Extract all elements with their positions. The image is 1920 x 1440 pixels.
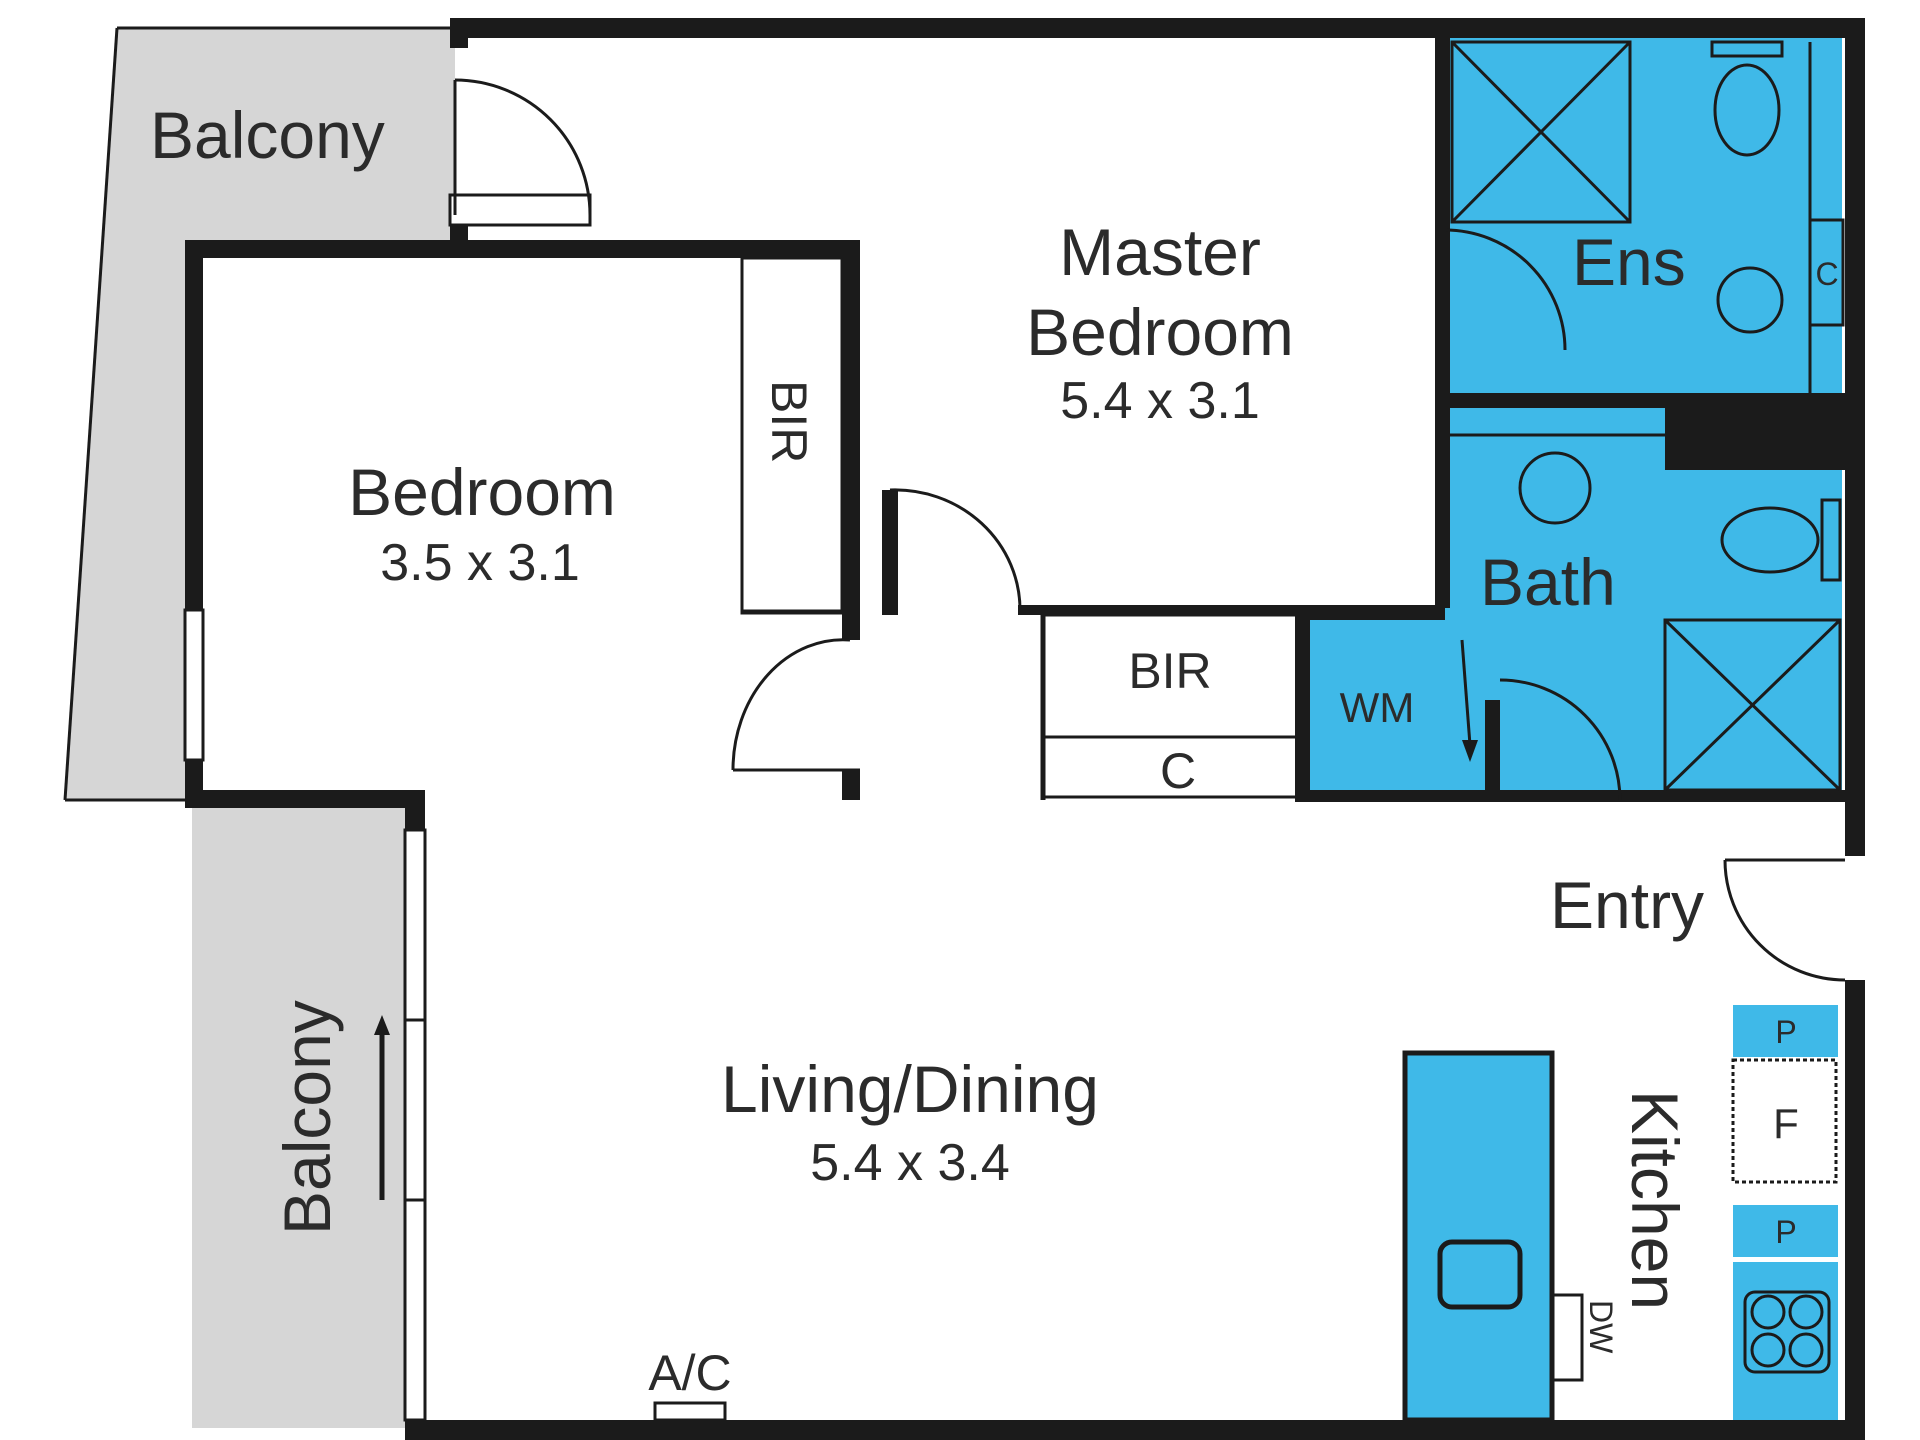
balcony-top-area (65, 28, 455, 800)
cooktop-burner-1 (1750, 1294, 1786, 1330)
wall-balcony-top-right (450, 18, 468, 48)
wall-bedroom-right-upper (842, 240, 860, 640)
fridge-label: F (1773, 1100, 1799, 1147)
bath-shower-x2 (1663, 618, 1842, 792)
living-dining-label: Living/Dining (721, 1052, 1099, 1126)
air-conditioner-label: A/C (648, 1345, 731, 1401)
bath-toilet-icon (1720, 506, 1820, 574)
balcony-left-area (192, 808, 412, 1428)
ensuite-door-swing (1444, 228, 1567, 351)
balcony-top-slant (63, 27, 119, 801)
cooktop-box (1733, 1262, 1838, 1420)
wall-wet-left (1435, 38, 1450, 608)
pantry-bottom-label: P (1775, 1214, 1796, 1250)
dishwasher-box (1550, 1293, 1584, 1382)
cooktop-burner-3 (1750, 1332, 1786, 1368)
balcony-door-swing (454, 78, 592, 216)
bath-shower (1663, 618, 1842, 792)
wall-wet-bottom (1295, 790, 1855, 802)
ensuite-cupboard-label: C (1815, 256, 1838, 292)
laundry-arrow-shaft (1460, 639, 1472, 746)
wall-duct (1665, 405, 1845, 470)
wall-right-upper (1845, 18, 1865, 856)
pantry-top-label: P (1775, 1014, 1796, 1050)
dishwasher-label: DW (1583, 1300, 1619, 1354)
wall-bedroom-top (185, 240, 860, 258)
ensuite-basin-icon (1716, 266, 1784, 334)
kitchen-label: Kitchen (1618, 1090, 1692, 1310)
washing-machine-label: WM (1340, 684, 1415, 731)
bath-area (1440, 405, 1842, 800)
wall-bedroom-left-upper (185, 240, 203, 610)
balcony-top-glazing (448, 193, 592, 227)
wall-ensuite-bottom (1440, 393, 1845, 408)
living-dining-dims: 5.4 x 3.4 (810, 1134, 1009, 1192)
wall-laundry-top (1295, 605, 1445, 620)
master-door-swing (889, 488, 1022, 611)
bath-label: Bath (1480, 545, 1616, 619)
pantry-bottom-box (1733, 1205, 1838, 1257)
pantry-top-box (1733, 1005, 1838, 1057)
wall-laundry-left (1295, 605, 1310, 800)
living-sliding-door (403, 828, 427, 1422)
ensuite-shower (1450, 40, 1632, 224)
wall-bottom (405, 1420, 1865, 1440)
bedroom-robe-label: BIR (761, 380, 817, 463)
kitchen-island-outline (1402, 1050, 1555, 1423)
wall-top (450, 18, 1865, 38)
balcony-left-label: Balcony (270, 1000, 344, 1235)
hall-cupboard-label: C (1160, 743, 1196, 799)
ensuite-shower-x2 (1450, 40, 1632, 224)
wall-bedroom-right-lower (842, 770, 860, 800)
sliding-arrow-head (374, 1015, 390, 1035)
entry-label: Entry (1550, 868, 1704, 942)
wall-hall-top (1018, 605, 1300, 615)
ensuite-toilet-cistern (1710, 40, 1784, 58)
cooktop-burner-2 (1788, 1294, 1824, 1330)
wall-right-lower (1845, 980, 1865, 1440)
kitchen-island (1405, 1053, 1552, 1420)
entry-door-swing (1723, 859, 1846, 982)
hall-robe-label: BIR (1128, 643, 1211, 699)
laundry-area (1300, 615, 1445, 800)
fridge-box (1731, 1058, 1838, 1184)
bedroom-window (183, 608, 205, 762)
laundry-arrow-head (1462, 740, 1478, 762)
cooktop-burner-4 (1788, 1332, 1824, 1368)
bath-toilet-cistern (1820, 498, 1842, 582)
bath-door-swing (1499, 678, 1622, 801)
ensuite-label: Ens (1572, 225, 1686, 299)
air-conditioner-box (653, 1401, 727, 1422)
wall-hall-left (882, 490, 898, 615)
master-bedroom-dims: 5.4 x 3.1 (1060, 372, 1259, 430)
master-bedroom-label-line1: Master (1059, 215, 1261, 289)
master-bedroom-label-line2: Bedroom (1026, 295, 1294, 369)
wall-bath-divider (1485, 700, 1500, 800)
wall-bedroom-bottom (185, 790, 425, 808)
cooktop-outline (1743, 1290, 1831, 1374)
bedroom-door-swing (731, 638, 851, 771)
bedroom-label: Bedroom (348, 455, 616, 529)
bedroom-dims: 3.5 x 3.1 (380, 534, 579, 592)
ensuite-toilet-icon (1713, 63, 1781, 157)
bath-basin-icon (1518, 451, 1592, 525)
kitchen-sink-icon (1437, 1239, 1523, 1310)
balcony-top-label: Balcony (150, 98, 385, 172)
